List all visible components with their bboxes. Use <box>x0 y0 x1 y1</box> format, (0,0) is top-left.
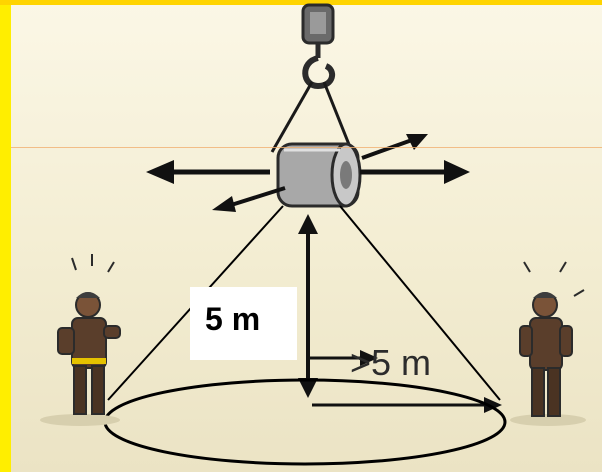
radius-label: >5 m <box>350 342 432 383</box>
radius-arrows <box>310 350 502 413</box>
crane-hook-icon <box>301 3 336 90</box>
worker-left-icon <box>40 254 121 426</box>
guide-line <box>11 147 602 148</box>
height-arrow <box>298 214 318 398</box>
top-yellow-border <box>0 0 602 5</box>
height-label: 5 m <box>190 287 297 360</box>
worker-right-icon <box>510 261 586 426</box>
left-yellow-border <box>0 0 11 472</box>
danger-zone-lines <box>107 205 501 401</box>
arrow-icon <box>146 134 470 212</box>
danger-zone-ellipse <box>103 378 507 466</box>
sling-ropes <box>270 81 354 153</box>
load-drum-icon <box>276 142 362 208</box>
